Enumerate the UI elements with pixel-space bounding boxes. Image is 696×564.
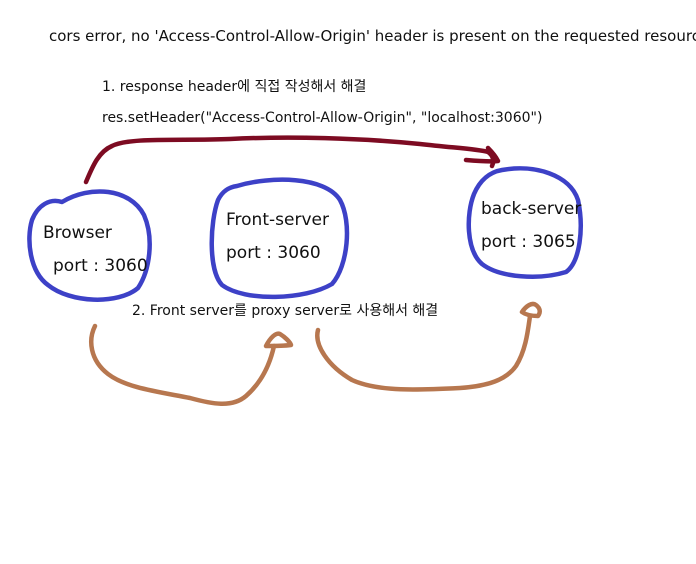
- page-title: cors error, no 'Access-Control-Allow-Ori…: [49, 27, 696, 45]
- solution-1-code: res.setHeader("Access-Control-Allow-Orig…: [102, 110, 543, 126]
- back-server-node-name: back-server: [481, 199, 582, 219]
- front-server-node-port: port : 3060: [226, 243, 321, 263]
- browser-node-name: Browser: [43, 223, 112, 243]
- proxy-arrowhead-back: [519, 301, 542, 319]
- proxy-arrow-browser-to-front: [89, 323, 277, 406]
- back-server-node-port: port : 3065: [481, 232, 576, 252]
- direct-header-arrow: [83, 135, 496, 185]
- browser-node-outline: [27, 189, 152, 302]
- browser-node-port: port : 3060: [53, 256, 148, 276]
- solution-1-label: 1. response header에 직접 작성해서 해결: [102, 79, 367, 95]
- direct-header-arrowhead: [463, 145, 501, 164]
- proxy-arrowhead-front: [263, 331, 294, 349]
- front-server-node-name: Front-server: [226, 210, 329, 230]
- solution-2-label: 2. Front server를 proxy server로 사용해서 해결: [132, 303, 439, 319]
- front-server-node-outline: [209, 177, 350, 300]
- back-server-node-outline: [466, 166, 583, 279]
- proxy-arrow-front-to-back: [315, 313, 533, 392]
